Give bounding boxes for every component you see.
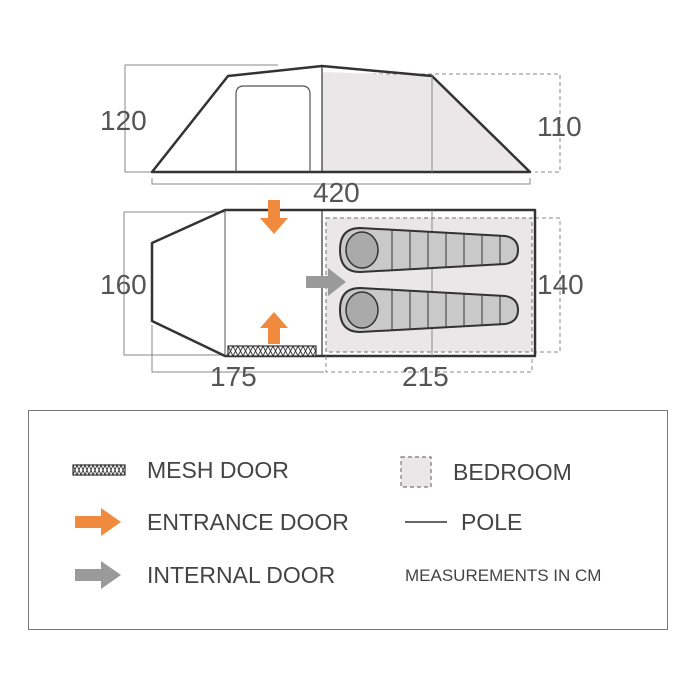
bedroom-swatch-icon: [399, 455, 435, 489]
legend-pole: POLE: [405, 507, 522, 537]
legend-box: MESH DOOR ENTRANCE DOOR INTERNAL DOOR BE…: [28, 410, 668, 630]
legend-bedroom-label: BEDROOM: [453, 458, 572, 485]
front-width-bracket: [123, 211, 225, 356]
pole-line-icon: [405, 507, 447, 537]
legend-entrance-door-label: ENTRANCE DOOR: [147, 508, 349, 535]
entrance-arrow-bottom: [260, 312, 288, 344]
legend-mesh-door-label: MESH DOOR: [147, 456, 289, 483]
door-outline-side: [235, 85, 311, 172]
front-width-label: 160: [100, 269, 147, 300]
rear-height-label: 110: [537, 111, 582, 142]
sleeping-bag-bottom: [338, 286, 520, 334]
legend-internal-door: INTERNAL DOOR: [69, 560, 335, 590]
rear-height-bracket: [330, 73, 561, 173]
bedroom-area-side: [322, 72, 530, 172]
overall-length-bracket: [151, 178, 531, 185]
bedroom-width-bracket: [535, 217, 561, 353]
legend-internal-door-label: INTERNAL DOOR: [147, 561, 336, 588]
mesh-door-strip: [227, 344, 317, 358]
legend-measurements-note: MEASUREMENTS IN CM: [405, 566, 601, 586]
overall-length-label: 420: [313, 177, 360, 208]
legend-bedroom: BEDROOM: [399, 455, 572, 489]
sleeping-bag-top: [338, 226, 520, 274]
mesh-door-icon: [69, 455, 129, 485]
legend-mesh-door: MESH DOOR: [69, 455, 289, 485]
front-height-bracket: [124, 64, 278, 173]
internal-door-arrow: [306, 268, 346, 296]
porch-length-label: 175: [210, 361, 257, 392]
porch-length-bracket: [151, 325, 324, 373]
measurements-note: MEASUREMENTS IN CM: [405, 566, 602, 585]
legend-pole-label: POLE: [461, 508, 523, 535]
bedroom-width-label: 140: [537, 269, 584, 300]
tent-side-outline: [150, 64, 532, 174]
grey-arrow-icon: [69, 560, 129, 590]
front-height-label: 120: [100, 105, 147, 136]
bedroom-length-label: 215: [402, 361, 449, 392]
legend-entrance-door: ENTRANCE DOOR: [69, 507, 349, 537]
orange-arrow-icon: [69, 507, 129, 537]
entrance-arrow-top: [260, 200, 288, 234]
bedroom-length-bracket: [325, 356, 533, 373]
tent-diagram: 120 110 420 160 140 175 215: [100, 64, 584, 392]
